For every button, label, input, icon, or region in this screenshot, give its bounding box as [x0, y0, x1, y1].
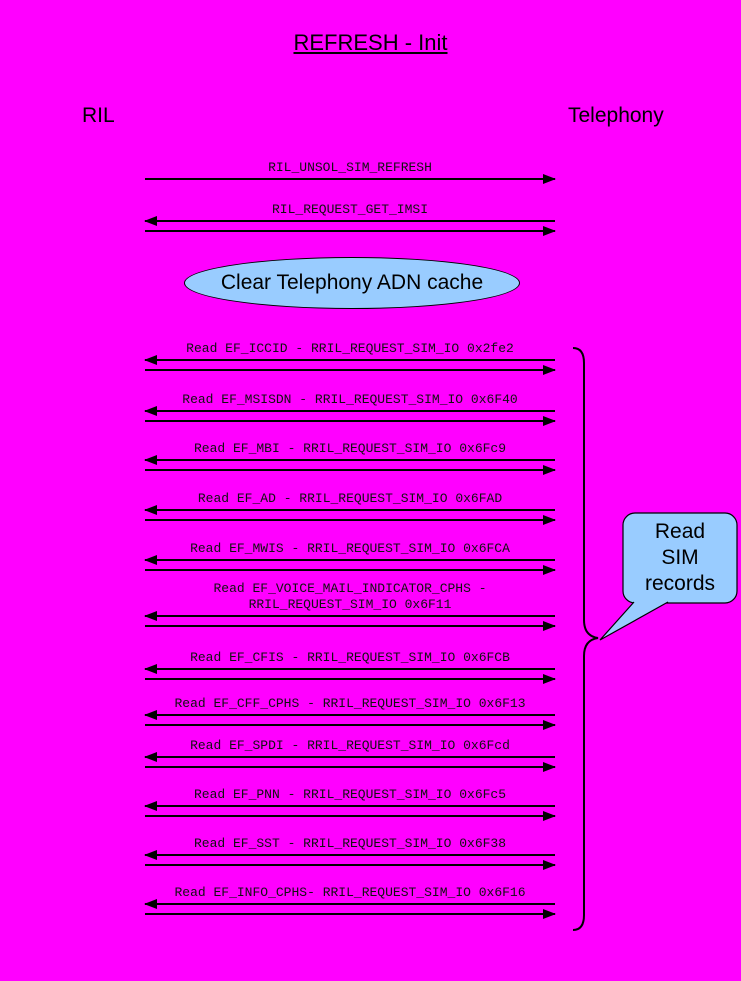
arrowhead-right-icon	[543, 465, 556, 475]
arrowhead-left-icon	[144, 555, 157, 565]
arrowhead-right-icon	[543, 515, 556, 525]
message-arrow-right	[145, 860, 556, 870]
arrowhead-left-icon	[144, 899, 157, 909]
callout-tail	[599, 601, 669, 641]
message-label: Read EF_ICCID - RRIL_REQUEST_SIM_IO 0x2f…	[186, 341, 514, 356]
message-row-2: Read EF_ICCID - RRIL_REQUEST_SIM_IO 0x2f…	[144, 341, 556, 375]
message-arrow-left	[144, 455, 555, 465]
arrowhead-left-icon	[144, 801, 157, 811]
arrowhead-right-icon	[543, 720, 556, 730]
message-arrow-right	[145, 465, 556, 475]
actor-ril: RIL	[82, 104, 115, 127]
message-label: Read EF_SPDI - RRIL_REQUEST_SIM_IO 0x6Fc…	[190, 738, 510, 753]
arrowhead-right-icon	[543, 174, 556, 184]
actor-telephony: Telephony	[568, 104, 664, 127]
message-arrow-left	[144, 710, 555, 720]
message-arrow-left	[144, 664, 555, 674]
message-row-11: Read EF_PNN - RRIL_REQUEST_SIM_IO 0x6Fc5	[144, 787, 556, 821]
message-arrow-right	[145, 811, 556, 821]
message-arrow-left	[144, 355, 555, 365]
callout-box	[622, 512, 738, 604]
message-arrow-right	[145, 565, 556, 575]
message-arrow-right	[145, 174, 556, 184]
message-label: Read EF_MBI - RRIL_REQUEST_SIM_IO 0x6Fc9	[193, 441, 507, 456]
message-row-7: Read EF_VOICE_MAIL_INDICATOR_CPHS - RRIL…	[144, 581, 556, 631]
message-label: Read EF_SST - RRIL_REQUEST_SIM_IO 0x6F38	[193, 836, 507, 851]
message-row-8: Read EF_CFIS - RRIL_REQUEST_SIM_IO 0x6FC…	[144, 650, 556, 684]
message-label: Read EF_CFIS - RRIL_REQUEST_SIM_IO 0x6FC…	[190, 650, 510, 665]
arrowhead-left-icon	[144, 752, 157, 762]
diagram-title: REFRESH - Init	[293, 30, 448, 55]
arrowhead-right-icon	[543, 621, 556, 631]
message-arrow-left	[144, 752, 555, 762]
arrowhead-right-icon	[543, 860, 556, 870]
arrowhead-right-icon	[543, 365, 556, 375]
message-label: Read EF_PNN - RRIL_REQUEST_SIM_IO 0x6Fc5	[193, 787, 507, 802]
message-arrow-left	[144, 611, 555, 621]
message-label: Read EF_MWIS - RRIL_REQUEST_SIM_IO 0x6FC…	[190, 541, 510, 556]
message-arrow-right	[145, 909, 556, 919]
arrowhead-right-icon	[543, 226, 556, 236]
message-arrow-left	[144, 801, 555, 811]
arrowhead-left-icon	[144, 710, 157, 720]
brace-path	[572, 347, 599, 931]
arrowhead-left-icon	[144, 850, 157, 860]
message-label: Read EF_MSISDN - RRIL_REQUEST_SIM_IO 0x6…	[182, 392, 518, 407]
arrowhead-right-icon	[543, 909, 556, 919]
message-arrow-left	[144, 555, 555, 565]
message-arrow-left	[144, 899, 555, 909]
arrowhead-left-icon	[144, 355, 157, 365]
arrowhead-right-icon	[543, 565, 556, 575]
message-row-12: Read EF_SST - RRIL_REQUEST_SIM_IO 0x6F38	[144, 836, 556, 870]
message-row-10: Read EF_SPDI - RRIL_REQUEST_SIM_IO 0x6Fc…	[144, 738, 556, 772]
message-arrow-right	[145, 515, 556, 525]
message-arrow-right	[145, 226, 556, 236]
message-label: Read EF_VOICE_MAIL_INDICATOR_CPHS - RRIL…	[213, 581, 487, 612]
message-arrow-right	[145, 416, 556, 426]
arrowhead-left-icon	[144, 505, 157, 515]
callout-bubble	[599, 512, 738, 641]
arrowhead-right-icon	[543, 416, 556, 426]
message-row-6: Read EF_MWIS - RRIL_REQUEST_SIM_IO 0x6FC…	[144, 541, 556, 575]
message-arrow-left	[144, 850, 555, 860]
arrowhead-right-icon	[543, 811, 556, 821]
message-arrow-left	[144, 505, 555, 515]
message-arrow-right	[145, 762, 556, 772]
message-arrow-right	[145, 621, 556, 631]
message-arrow-right	[145, 720, 556, 730]
message-arrow-right	[145, 365, 556, 375]
message-row-1: RIL_REQUEST_GET_IMSI	[144, 202, 556, 236]
arrowhead-left-icon	[144, 455, 157, 465]
arrowhead-right-icon	[543, 674, 556, 684]
arrowhead-left-icon	[144, 216, 157, 226]
callout-text: Read SIM records	[644, 520, 716, 595]
arrowhead-left-icon	[144, 664, 157, 674]
message-row-9: Read EF_CFF_CPHS - RRIL_REQUEST_SIM_IO 0…	[144, 696, 556, 730]
clear-adn-cache-note: Clear Telephony ADN cache	[184, 257, 520, 309]
message-label: RIL_REQUEST_GET_IMSI	[271, 202, 429, 217]
message-label: Read EF_CFF_CPHS - RRIL_REQUEST_SIM_IO 0…	[174, 696, 526, 711]
arrowhead-left-icon	[144, 406, 157, 416]
message-row-3: Read EF_MSISDN - RRIL_REQUEST_SIM_IO 0x6…	[144, 392, 556, 426]
message-row-13: Read EF_INFO_CPHS- RRIL_REQUEST_SIM_IO 0…	[144, 885, 556, 919]
message-arrow-left	[144, 406, 555, 416]
message-arrow-left	[144, 216, 555, 226]
note-text: Clear Telephony ADN cache	[220, 271, 484, 294]
message-label: Read EF_INFO_CPHS- RRIL_REQUEST_SIM_IO 0…	[174, 885, 526, 900]
message-label: RIL_UNSOL_SIM_REFRESH	[268, 160, 432, 175]
arrowhead-left-icon	[144, 611, 157, 621]
grouping-brace	[572, 347, 599, 931]
message-label: Read EF_AD - RRIL_REQUEST_SIM_IO 0x6FAD	[197, 491, 503, 506]
message-row-4: Read EF_MBI - RRIL_REQUEST_SIM_IO 0x6Fc9	[144, 441, 556, 475]
message-arrow-right	[145, 674, 556, 684]
message-row-0: RIL_UNSOL_SIM_REFRESH	[145, 160, 556, 184]
arrowhead-right-icon	[543, 762, 556, 772]
message-row-5: Read EF_AD - RRIL_REQUEST_SIM_IO 0x6FAD	[144, 491, 556, 525]
